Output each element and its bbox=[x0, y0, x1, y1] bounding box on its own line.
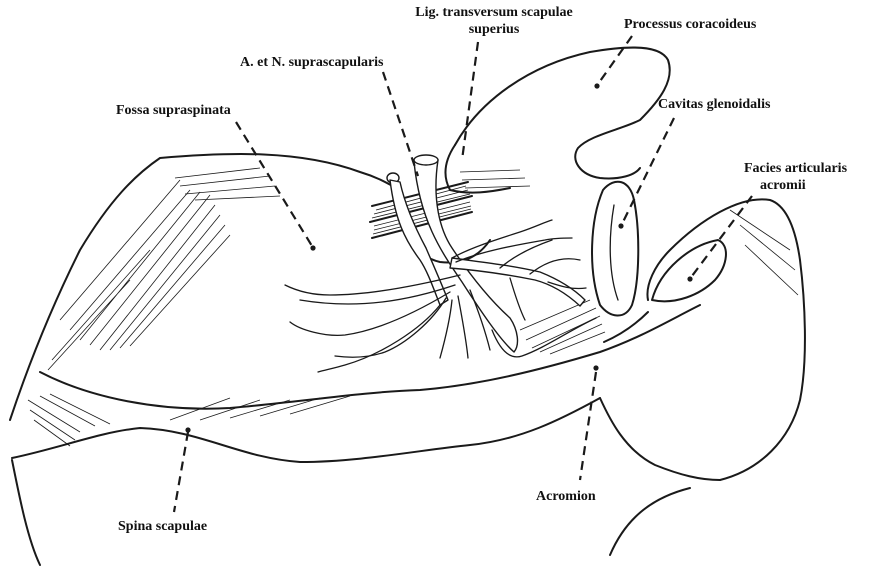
label-cavitas: Cavitas glenoidalis bbox=[658, 97, 771, 112]
leader-processus bbox=[598, 36, 632, 84]
leader-lig bbox=[462, 42, 478, 160]
marker-cavitas bbox=[618, 223, 623, 228]
suprascapular-vessels-nerve bbox=[285, 155, 586, 372]
label-lig-line1: Lig. transversum scapulae bbox=[415, 5, 573, 20]
marker-spina bbox=[185, 427, 190, 432]
label-lig-line2: superius bbox=[469, 22, 520, 37]
leader-spina bbox=[174, 432, 188, 512]
leader-acromion bbox=[580, 372, 596, 480]
leader-facies bbox=[692, 196, 752, 276]
marker-acromion bbox=[593, 365, 598, 370]
marker-processus bbox=[594, 83, 599, 88]
leader-supra bbox=[383, 72, 418, 176]
marker-facies bbox=[687, 276, 692, 281]
leader-cavitas bbox=[622, 118, 674, 224]
label-facies-line1: Facies articularis bbox=[744, 161, 848, 176]
label-fossa: Fossa supraspinata bbox=[116, 103, 231, 118]
label-processus: Processus coracoideus bbox=[624, 17, 757, 32]
label-facies-line2: acromii bbox=[760, 178, 806, 193]
scapula-outline bbox=[10, 47, 805, 565]
label-supra: A. et N. suprascapularis bbox=[240, 55, 384, 70]
label-spina: Spina scapulae bbox=[118, 519, 207, 534]
leader-fossa bbox=[236, 122, 312, 246]
marker-fossa bbox=[310, 245, 315, 250]
label-acromion: Acromion bbox=[536, 489, 596, 504]
